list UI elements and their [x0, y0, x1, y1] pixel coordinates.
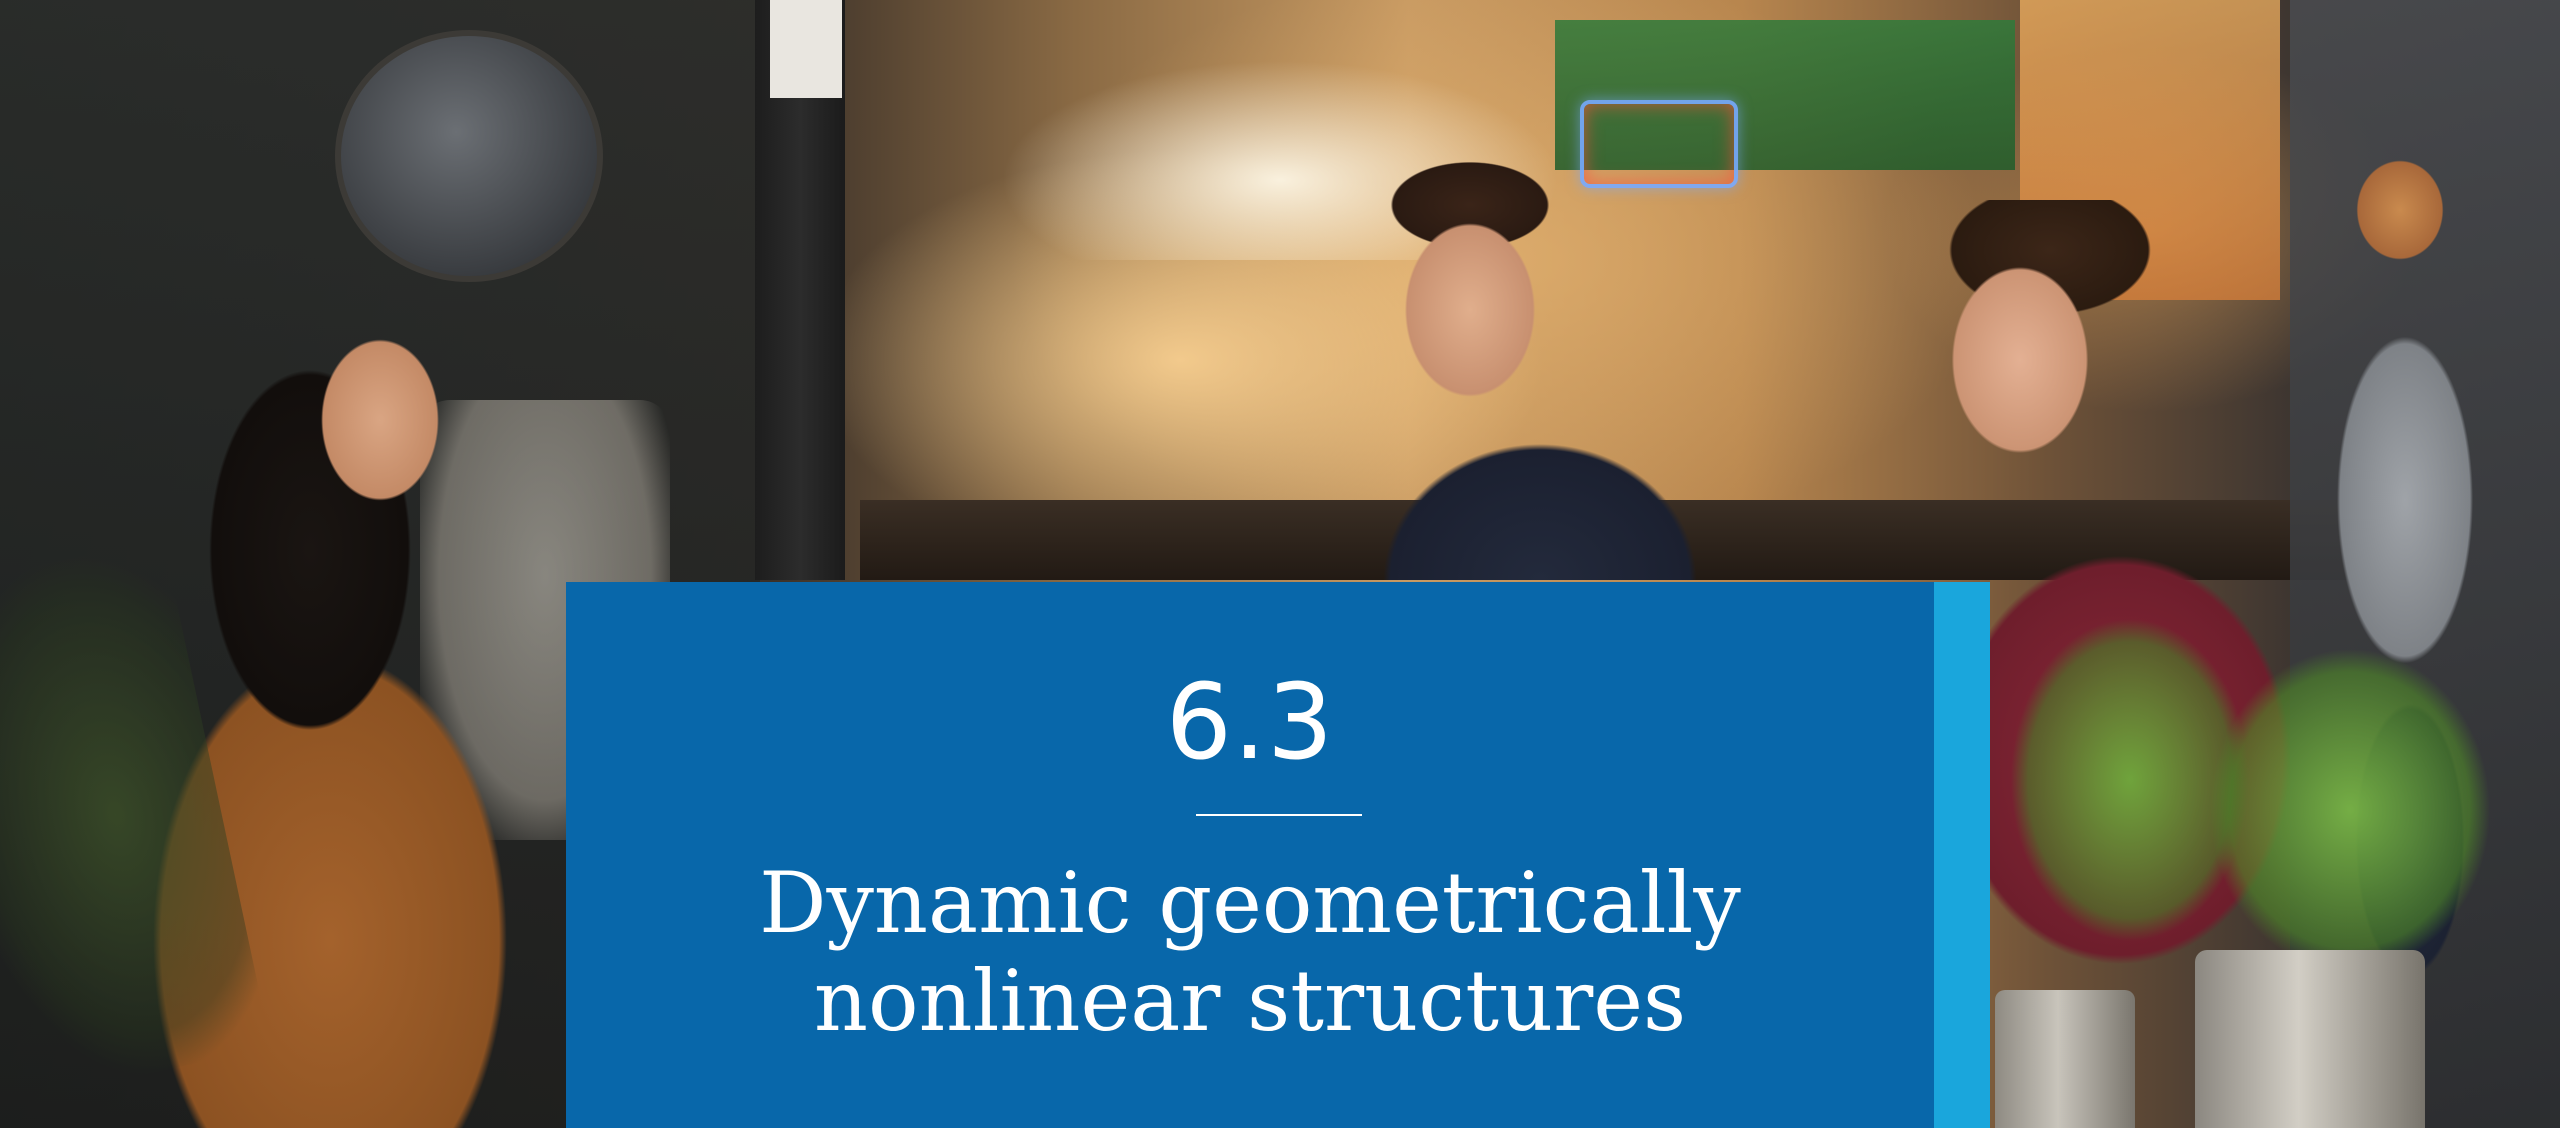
section-title-line-2: nonlinear structures [813, 952, 1687, 1050]
column-label-card [770, 0, 842, 98]
title-card-accent-bar [1934, 582, 1990, 1128]
man-dark-shirt [1320, 150, 1820, 580]
metal-pot-left [1995, 990, 2135, 1128]
section-title-card: 6.3 Dynamic geometrically nonlinear stru… [566, 582, 1934, 1128]
green-menu-board [1555, 20, 2015, 170]
metal-pot-right [2195, 950, 2425, 1128]
title-divider [1196, 814, 1362, 816]
section-title: Dynamic geometrically nonlinear structur… [566, 854, 1934, 1050]
section-title-line-1: Dynamic geometrically [759, 854, 1741, 952]
section-number: 6.3 [1165, 661, 1335, 783]
